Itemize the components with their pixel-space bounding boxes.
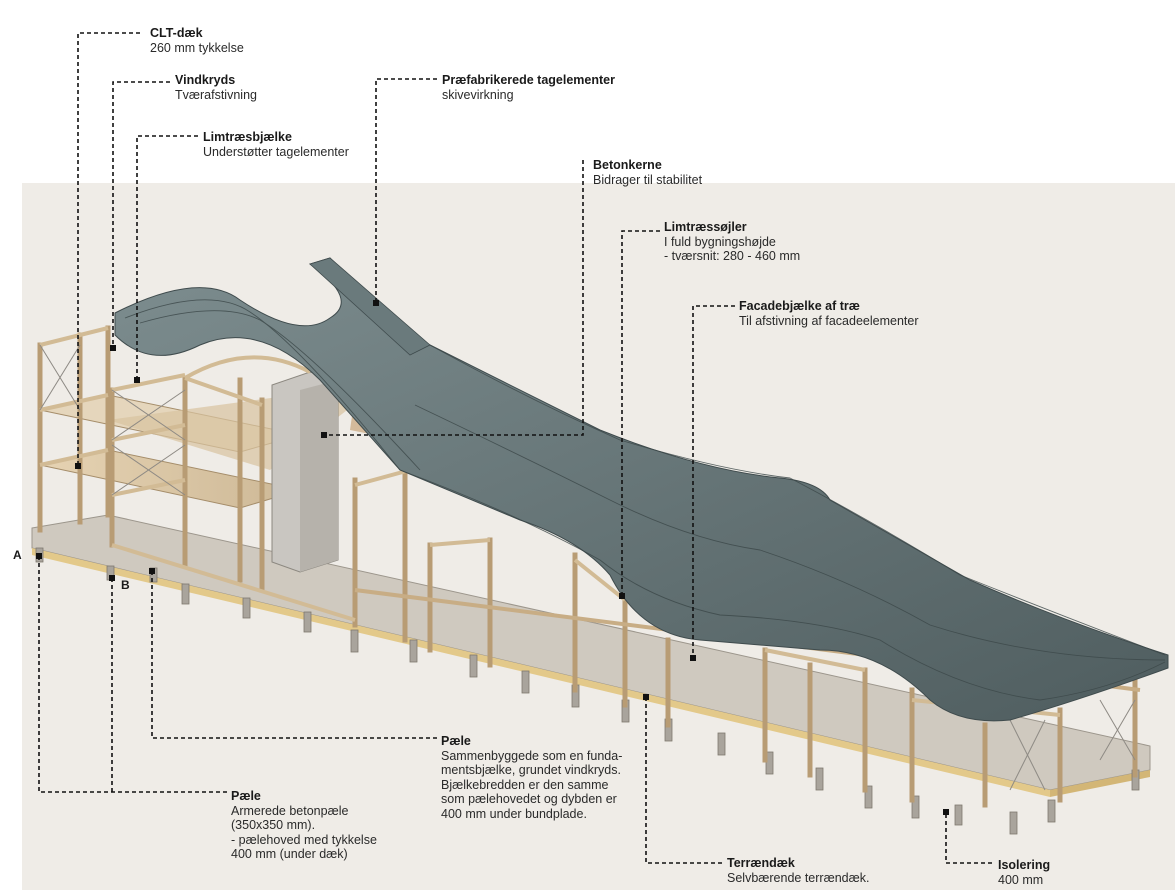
callout-desc: I fuld bygningshøjde - tværsnit: 280 - 4… [664,234,801,264]
anchor-pile-a [36,553,42,559]
callout-title: Vindkryds [175,73,236,87]
leader-terraendaek [645,697,722,864]
callout-clt-daek: CLT-dæk 260 mm tykkelse [150,26,244,55]
wave-roof [114,257,1169,722]
timber-columns [37,325,1138,808]
callout-title: Præfabrikerede tagelementer [442,73,615,87]
wind-bracing [39,344,1136,791]
anchor-pile-b [109,575,115,581]
axis-marker-a: A [13,548,22,562]
callout-desc: 260 mm tykkelse [150,40,244,55]
leader-praefab [375,78,437,303]
callout-desc: Armerede betonpæle (350x350 mm). - pæleh… [231,803,377,862]
callout-desc: Understøtter tagelementer [203,144,349,159]
callout-terraendaek: Terrændæk Selvbærende terrændæk. [727,856,869,885]
callout-desc: Selvbærende terrændæk. [727,870,870,885]
callout-isolering: Isolering 400 mm [998,858,1050,887]
callout-desc: Tværafstivning [175,87,257,102]
callout-title: Betonkerne [593,158,662,172]
callout-paele-betonpaele: Pæle Armerede betonpæle (350x350 mm). - … [231,789,377,862]
leader-facadebjaelke [692,305,735,658]
anchor-clt [75,463,81,469]
anchor-betonkerne [321,432,327,438]
anchor-terraendaek [643,694,649,700]
leader-paele-beam [151,571,437,739]
leader-betonkerne [325,160,584,436]
callout-desc: Til afstivning af facadeelementer [739,313,919,328]
callout-desc: 400 mm [998,872,1044,887]
callout-title: Limtræsbjælke [203,130,292,144]
callout-title: Facadebjælke af træ [739,299,860,313]
callout-limtraessojler: Limtræssøjler I fuld bygningshøjde - tvæ… [664,220,800,264]
callout-title: Limtræssøjler [664,220,747,234]
leader-limtraessojler [621,230,660,596]
roof-ribs [124,299,1166,701]
leader-paele-piles [38,556,227,793]
anchor-praefab [373,300,379,306]
callout-desc: Bidrager til stabilitet [593,172,703,187]
callout-betonkerne: Betonkerne Bidrager til stabilitet [593,158,702,187]
callout-title: Pæle [441,734,471,748]
anchor-limtraessojler [619,593,625,599]
leader-limtraesbjaelke [136,135,198,380]
callout-paele-fundamentsbjaelke: Pæle Sammenbyggede som en funda- mentsbj… [441,734,623,821]
axis-marker-b: B [121,578,130,592]
callout-vindkryds: Vindkryds Tværafstivning [175,73,257,102]
piles [35,547,1140,835]
anchor-isolering [943,809,949,815]
callout-limtraesbjaelke: Limtræsbjælke Understøtter tagelementer [203,130,349,159]
anchor-limtraesbjaelke [134,377,140,383]
leader-vindkryds [112,81,170,348]
callout-title: CLT-dæk [150,26,203,40]
anchor-paele-beam [149,568,155,574]
callout-title: Terrændæk [727,856,795,870]
callout-desc: skivevirkning [442,87,514,102]
callout-title: Pæle [231,789,261,803]
insulation-layer [32,548,1050,797]
callout-praefab-tagelementer: Præfabrikerede tagelementer skivevirknin… [442,73,615,102]
concrete-core [271,371,339,573]
callout-desc: Sammenbyggede som en funda- mentsbjælke,… [441,748,623,821]
leader-isolering [945,812,992,864]
callout-title: Isolering [998,858,1051,872]
callout-facadebjaelke: Facadebjælke af træ Til afstivning af fa… [739,299,919,328]
leader-clt [77,32,140,466]
anchor-vindkryds [110,345,116,351]
anchor-facadebjaelke [690,655,696,661]
